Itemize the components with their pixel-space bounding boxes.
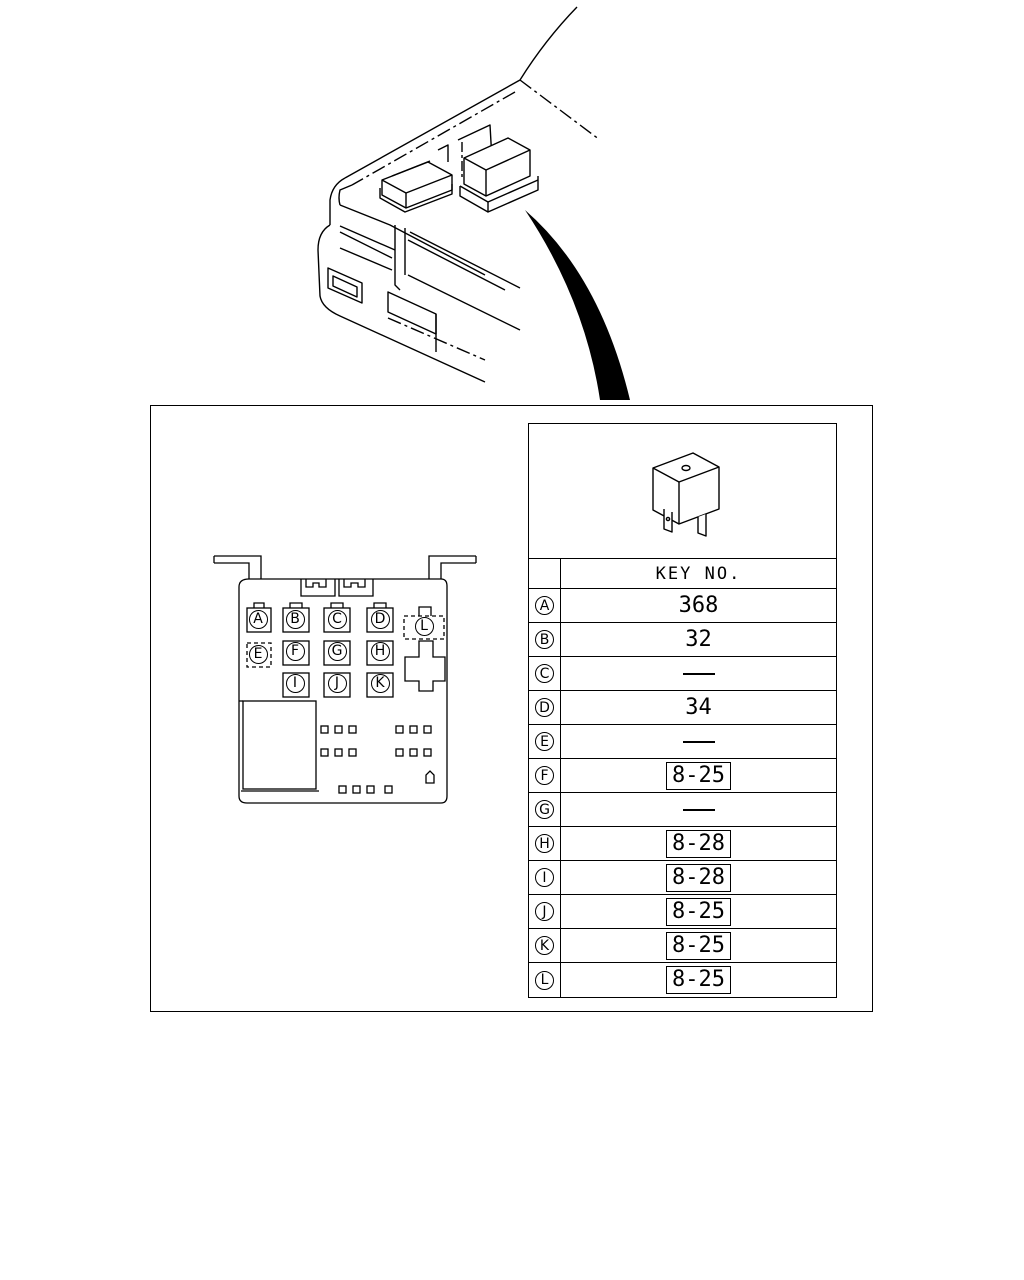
box-position-label: A bbox=[248, 609, 268, 629]
key-value: 8-28 bbox=[666, 829, 731, 858]
circled-letter: I bbox=[535, 868, 554, 887]
key-value: 8-25 bbox=[666, 931, 731, 960]
table-row: G bbox=[529, 793, 836, 827]
key-value-cell bbox=[561, 657, 836, 690]
row-letter-cell: A bbox=[529, 589, 561, 622]
circled-letter: D bbox=[535, 698, 554, 717]
fuse-relay-box-panel bbox=[150, 405, 873, 1012]
box-position-label: F bbox=[285, 641, 305, 661]
table-row: A 368 bbox=[529, 589, 836, 623]
key-value: 8-25 bbox=[666, 897, 731, 926]
key-value-cell: 8-25 bbox=[561, 759, 836, 792]
box-position-label: D bbox=[370, 609, 390, 629]
key-value-cell bbox=[561, 725, 836, 758]
row-letter-cell: E bbox=[529, 725, 561, 758]
not-applicable-dash bbox=[682, 672, 715, 675]
key-value: 32 bbox=[685, 627, 712, 652]
key-value-cell: 32 bbox=[561, 623, 836, 656]
row-letter-cell: L bbox=[529, 963, 561, 997]
table-row: H 8-28 bbox=[529, 827, 836, 861]
box-position-label: E bbox=[248, 644, 268, 664]
key-value-cell: 8-28 bbox=[561, 827, 836, 860]
row-letter-cell: D bbox=[529, 691, 561, 724]
row-letter-cell: J bbox=[529, 895, 561, 928]
key-value: 8-25 bbox=[666, 761, 731, 790]
table-row: F 8-25 bbox=[529, 759, 836, 793]
circled-letter: F bbox=[535, 766, 554, 785]
circled-letter: E bbox=[535, 732, 554, 751]
table-row: I 8-28 bbox=[529, 861, 836, 895]
circled-letter: C bbox=[535, 664, 554, 683]
box-position-label: B bbox=[285, 609, 305, 629]
key-value: 8-25 bbox=[666, 966, 731, 994]
table-row: J 8-25 bbox=[529, 895, 836, 929]
header-blank-cell bbox=[529, 559, 561, 588]
key-value-cell: 34 bbox=[561, 691, 836, 724]
table-row: K 8-25 bbox=[529, 929, 836, 963]
box-position-label: H bbox=[370, 641, 390, 661]
circled-letter: L bbox=[535, 970, 554, 990]
box-position-label: K bbox=[370, 673, 390, 693]
key-value: 368 bbox=[678, 593, 719, 618]
row-letter-cell: K bbox=[529, 929, 561, 962]
row-letter-cell: H bbox=[529, 827, 561, 860]
relay-box-diagram bbox=[213, 452, 720, 804]
box-position-label: C bbox=[327, 609, 347, 629]
circled-letter: H bbox=[535, 834, 554, 853]
key-value-cell bbox=[561, 793, 836, 826]
table-row: E bbox=[529, 725, 836, 759]
key-value-cell: 368 bbox=[561, 589, 836, 622]
not-applicable-dash bbox=[682, 808, 715, 811]
circled-letter: G bbox=[535, 800, 554, 819]
table-header-row: KEY NO. bbox=[529, 559, 836, 589]
circled-letter: A bbox=[535, 596, 554, 615]
key-value-cell: 8-25 bbox=[561, 895, 836, 928]
key-value: 34 bbox=[685, 695, 712, 720]
row-letter-cell: C bbox=[529, 657, 561, 690]
row-letter-cell: G bbox=[529, 793, 561, 826]
circled-letter: K bbox=[535, 936, 554, 955]
box-position-label: G bbox=[327, 641, 347, 661]
row-letter-cell: B bbox=[529, 623, 561, 656]
box-position-label: L bbox=[414, 616, 434, 636]
table-row: D 34 bbox=[529, 691, 836, 725]
table-row: L 8-25 bbox=[529, 963, 836, 997]
box-position-label: J bbox=[327, 673, 347, 693]
table-row: B 32 bbox=[529, 623, 836, 657]
vehicle-engine-bay-illustration bbox=[317, 6, 630, 400]
row-letter-cell: I bbox=[529, 861, 561, 894]
box-position-label: I bbox=[285, 673, 305, 693]
relay-image-cell bbox=[529, 424, 836, 559]
key-no-header: KEY NO. bbox=[655, 563, 742, 584]
table-row: C bbox=[529, 657, 836, 691]
not-applicable-dash bbox=[682, 740, 715, 743]
key-value-cell: 8-25 bbox=[561, 963, 836, 997]
key-value: 8-28 bbox=[666, 863, 731, 892]
row-letter-cell: F bbox=[529, 759, 561, 792]
circled-letter: B bbox=[535, 630, 554, 649]
key-value-cell: 8-28 bbox=[561, 861, 836, 894]
key-value-cell: 8-25 bbox=[561, 929, 836, 962]
circled-letter: J bbox=[535, 902, 554, 921]
